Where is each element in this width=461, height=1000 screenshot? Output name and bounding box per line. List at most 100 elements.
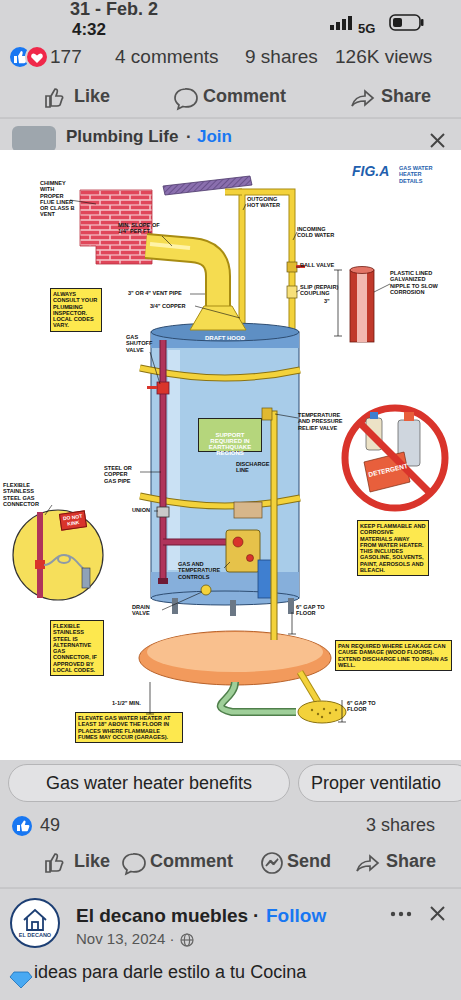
part-label: DRAIN VALVE bbox=[132, 604, 164, 617]
post-text: ideas para darle estilo a tu Cocina bbox=[34, 962, 454, 982]
reaction-icons bbox=[9, 46, 48, 68]
part-label: OUTGOING HOT WATER bbox=[247, 196, 287, 209]
dimension-line bbox=[338, 722, 346, 723]
connector-inset bbox=[44, 555, 86, 571]
drain-hose bbox=[221, 682, 296, 712]
vent-pipe bbox=[146, 246, 218, 308]
floor-drain bbox=[329, 712, 331, 714]
close-icon bbox=[431, 134, 444, 147]
node-text: KEEP FLAMMABLE AND CORROSIVE MATERIALS A… bbox=[360, 523, 426, 573]
group-name: Plumbing Life bbox=[66, 127, 188, 146]
dimension-label: 1-1/2" MIN. bbox=[112, 700, 148, 706]
seismic-strap bbox=[140, 496, 300, 506]
globe-icon bbox=[181, 934, 193, 946]
dimension-line bbox=[342, 700, 343, 722]
tank-body bbox=[150, 322, 300, 606]
more-menu bbox=[391, 912, 411, 916]
node-text: Gas water heater benefits bbox=[46, 774, 252, 792]
dimension-line bbox=[334, 336, 342, 337]
gas-pipe bbox=[163, 540, 228, 545]
globe-icon bbox=[181, 934, 193, 946]
gas-control-valve bbox=[226, 530, 260, 572]
leader-line bbox=[296, 290, 300, 292]
action-button: Comment bbox=[150, 851, 250, 871]
dimension-line bbox=[146, 270, 346, 722]
note-box: PAN REQUIRED WHERE LEAKAGE CAN CAUSE DAM… bbox=[335, 640, 452, 671]
seismic-strap bbox=[140, 368, 300, 506]
action-button: Like bbox=[74, 86, 134, 106]
node-text: FLEXIBLE STAINLESS STEEL IS ALTERNATIVE … bbox=[53, 623, 101, 673]
tank-body bbox=[151, 332, 299, 598]
leader-line bbox=[162, 236, 172, 246]
leader-line bbox=[45, 505, 52, 515]
lined-nipple bbox=[350, 270, 374, 342]
vent-pipe bbox=[146, 246, 218, 308]
signal-bars bbox=[336, 22, 340, 30]
gas-pipe bbox=[158, 578, 168, 584]
water-pipe bbox=[242, 192, 292, 330]
separator bbox=[0, 888, 461, 889]
dimension-line bbox=[334, 270, 342, 271]
reaction-icons bbox=[31, 53, 43, 63]
connector-inset bbox=[35, 560, 45, 569]
water-pipe bbox=[225, 190, 242, 195]
topic-chip: Gas water heater benefits bbox=[8, 764, 290, 802]
action-button: Like bbox=[74, 851, 134, 871]
floor-drain bbox=[321, 716, 323, 718]
dimension-line bbox=[150, 682, 151, 714]
dimension-label: 3" bbox=[324, 298, 334, 304]
leader-line bbox=[224, 562, 230, 568]
part-label: TEMPERATURE AND PRESSURE RELIEF VALVE bbox=[298, 412, 344, 431]
discharge-line bbox=[266, 414, 274, 640]
gas-shutoff-valve bbox=[147, 386, 157, 389]
close-icon bbox=[431, 134, 444, 147]
figure-title: GAS WATER HEATER DETAILS bbox=[399, 165, 439, 184]
post-date: Nov 13, 2024 · bbox=[76, 931, 216, 948]
seismic-strap bbox=[140, 496, 300, 506]
tank-bottom bbox=[151, 591, 299, 605]
gas-shutoff-valve bbox=[157, 382, 169, 394]
warning-tag: DO NOT KINK bbox=[59, 510, 87, 530]
part-label: PLASTIC LINED GALVANIZED NIPPLE TO SLOW … bbox=[390, 270, 440, 295]
draft-hood bbox=[190, 306, 246, 330]
rating-plate bbox=[234, 502, 262, 518]
close-icon bbox=[431, 907, 444, 920]
connector-inset bbox=[37, 512, 43, 598]
gas-control-valve bbox=[233, 537, 243, 547]
tank-leg bbox=[172, 598, 178, 614]
prohibited-materials bbox=[345, 408, 445, 508]
action-icons bbox=[46, 89, 63, 107]
dimension-line bbox=[292, 612, 293, 634]
prohibited-materials bbox=[366, 418, 382, 450]
more-menu bbox=[391, 912, 395, 916]
dimension-line bbox=[146, 714, 154, 715]
note-box: ELEVATE GAS WATER HEATER AT LEAST 18" AB… bbox=[75, 712, 183, 743]
ball-valve bbox=[287, 262, 297, 272]
connector-inset bbox=[13, 510, 103, 600]
brick-chimney bbox=[80, 190, 152, 264]
note-box: SUPPORT REQUIRED IN EARTHQUAKE REGIONS bbox=[198, 418, 262, 452]
drain-pan bbox=[147, 632, 323, 672]
tank-highlight bbox=[168, 350, 180, 570]
floor-drain bbox=[298, 701, 346, 723]
leader-line bbox=[195, 306, 240, 318]
action-icons bbox=[175, 89, 197, 109]
leader-line bbox=[154, 511, 158, 512]
drain-hose bbox=[300, 672, 318, 702]
action-icons bbox=[357, 856, 378, 871]
lined-nipple bbox=[350, 267, 374, 343]
figure-label: FIG.A bbox=[352, 164, 398, 180]
leader-line bbox=[162, 592, 202, 610]
battery-icon bbox=[390, 15, 424, 30]
gas-pipe bbox=[163, 539, 228, 546]
globe-icon bbox=[181, 939, 193, 940]
signal-bars bbox=[330, 25, 334, 30]
ball-valve bbox=[287, 262, 305, 272]
connector-inset bbox=[13, 510, 103, 600]
signal-bars bbox=[342, 19, 346, 30]
slip-coupling bbox=[287, 286, 297, 298]
gas-pipe bbox=[158, 340, 228, 584]
prohibited-materials bbox=[345, 408, 445, 508]
floor-drain bbox=[311, 709, 313, 711]
